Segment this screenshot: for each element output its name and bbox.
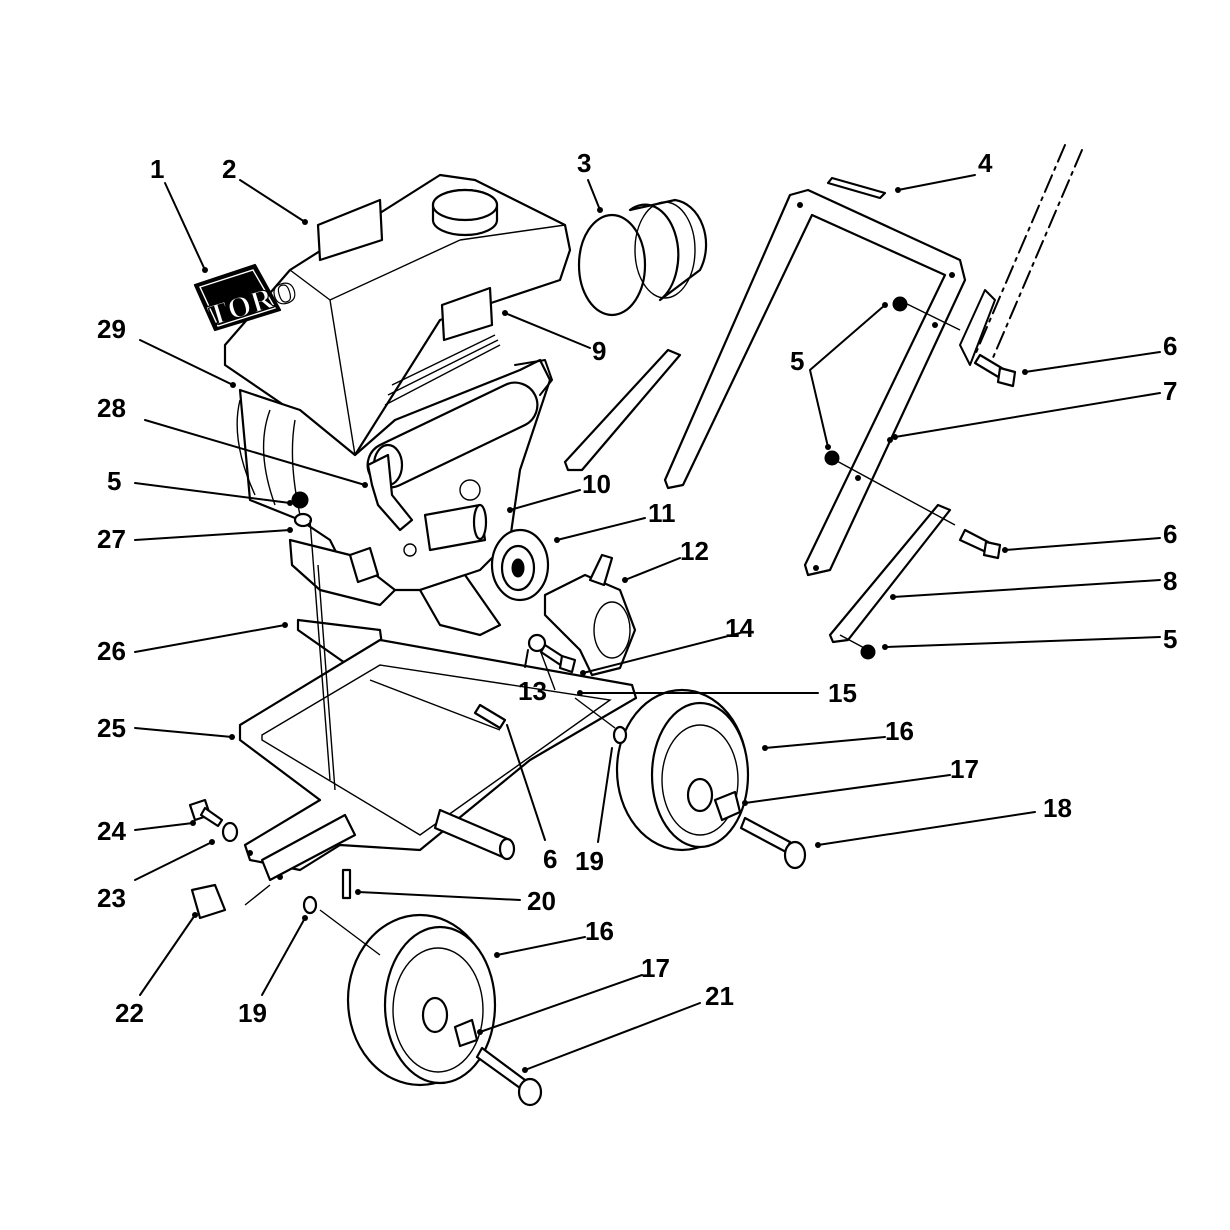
callout-5c: 5 [1163,624,1177,654]
callout-1: 1 [150,154,164,184]
callout-12: 12 [680,536,709,566]
main-frame [238,638,638,882]
callout-27: 27 [97,524,126,554]
callout-labels: 1 2 3 4 5 5 5 6 6 6 7 8 9 10 11 12 13 14… [97,148,1177,1028]
callout-10: 10 [582,469,611,499]
decal-9 [440,286,494,342]
bolt-24 [188,798,224,828]
handle-frame [663,188,967,577]
handle-extension [974,144,1083,361]
callout-6c: 6 [543,844,557,874]
callout-21: 21 [705,981,734,1011]
callout-5b: 5 [107,466,121,496]
callout-15: 15 [828,678,857,708]
washer-19-left [302,895,318,915]
bracket-28 [366,453,414,532]
callout-19a: 19 [575,846,604,876]
decal-2 [316,198,384,262]
brace-10 [563,348,682,472]
callout-4: 4 [978,148,993,178]
bolt-20 [341,868,352,900]
callout-6b: 6 [1163,519,1177,549]
wheel-left [346,913,497,1087]
bracket-12 [588,553,614,587]
callout-29: 29 [97,314,126,344]
callout-7: 7 [1163,376,1177,406]
callout-22: 22 [115,998,144,1028]
bolt-6-lower [473,703,507,730]
bolt-6-top [973,353,1017,388]
callout-16a: 16 [885,716,914,746]
callout-13: 13 [518,676,547,706]
bolt-6-mid [958,528,1002,560]
callout-16b: 16 [585,916,614,946]
nut-5-mid [824,450,840,466]
callout-26: 26 [97,636,126,666]
callout-14: 14 [725,613,754,643]
washer-23 [221,821,239,843]
washer-19-right [612,725,628,745]
wheel-right [615,688,750,852]
pulley [490,528,550,602]
callout-11: 11 [648,498,676,528]
callout-5a: 5 [790,346,804,376]
engine-assembly [223,173,572,637]
callout-6a: 6 [1163,331,1177,361]
callout-3: 3 [577,148,591,178]
callout-20: 20 [527,886,556,916]
bolt-21 [475,1046,543,1107]
handle-clamp [959,289,996,366]
callout-23: 23 [97,883,126,913]
callout-2: 2 [222,154,236,184]
callout-19b: 19 [238,998,267,1028]
callout-24: 24 [97,816,126,846]
coupling-22 [190,883,227,920]
callout-28: 28 [97,393,126,423]
spacer-17-left [453,1018,479,1048]
washer-27 [293,512,313,528]
leader-lines [134,174,1161,1073]
air-cleaner [577,198,708,317]
bolt-18 [739,816,807,870]
callout-9: 9 [592,336,606,366]
decal-4 [826,176,887,200]
callout-18: 18 [1043,793,1072,823]
callout-8: 8 [1163,566,1177,596]
spacer-17-right [713,790,742,822]
assembly-lines [244,302,961,956]
nut-5-top [892,296,908,312]
callout-17b: 17 [641,953,670,983]
callout-25: 25 [97,713,126,743]
brace-8 [828,503,952,644]
nut-5-left [291,491,309,509]
callout-17a: 17 [950,754,979,784]
bolt-13 [527,633,577,674]
toro-decal: TORO [193,263,302,333]
